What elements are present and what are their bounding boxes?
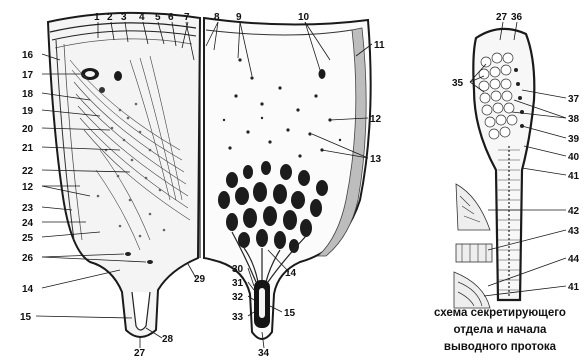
- label-38: 38: [568, 114, 580, 125]
- label-44: 44: [568, 254, 580, 265]
- label-5: 5: [155, 12, 161, 23]
- label-20: 20: [22, 124, 34, 135]
- label-14-right: 14: [285, 268, 297, 279]
- label-19: 19: [22, 106, 34, 117]
- label-24: 24: [22, 218, 34, 229]
- label-29: 29: [194, 274, 206, 285]
- label-17: 17: [22, 70, 34, 81]
- caption-line-2: отдела и начала: [454, 324, 548, 336]
- label-6: 6: [168, 12, 174, 23]
- label-26: 26: [22, 253, 34, 264]
- label-27-inset: 27: [496, 12, 508, 23]
- label-34: 34: [258, 348, 270, 359]
- label-42: 42: [568, 206, 580, 217]
- label-28: 28: [162, 334, 174, 345]
- label-11: 11: [374, 40, 385, 51]
- caption-line-1: схема секретирующего: [434, 307, 566, 319]
- caption-line-3: выводного протока: [444, 341, 557, 353]
- label-23: 23: [22, 203, 34, 214]
- label-35: 35: [452, 78, 464, 89]
- label-33: 33: [232, 312, 244, 323]
- label-14-left: 14: [22, 284, 34, 295]
- label-22: 22: [22, 166, 34, 177]
- label-39: 39: [568, 134, 580, 145]
- label-27-left: 27: [134, 348, 146, 359]
- label-3: 3: [121, 12, 127, 23]
- label-31: 31: [232, 278, 244, 289]
- label-12-right: 12: [370, 114, 382, 125]
- label-10: 10: [298, 12, 310, 23]
- label-9: 9: [236, 12, 242, 23]
- label-13: 13: [370, 154, 382, 165]
- right-half-section: [204, 18, 371, 339]
- label-2: 2: [107, 12, 113, 23]
- label-15-left: 15: [20, 312, 32, 323]
- label-18: 18: [22, 89, 34, 100]
- label-16: 16: [22, 50, 34, 61]
- inset-caption: схема секретирующего отдела и начала выв…: [434, 307, 566, 353]
- label-30: 30: [232, 264, 244, 275]
- label-8: 8: [214, 12, 220, 23]
- label-7: 7: [184, 12, 190, 23]
- label-15-right: 15: [284, 308, 296, 319]
- left-half-section: [48, 13, 200, 337]
- label-21: 21: [22, 143, 34, 154]
- label-1: 1: [94, 12, 100, 23]
- label-4: 4: [139, 12, 145, 23]
- label-43: 43: [568, 226, 580, 237]
- label-32: 32: [232, 292, 244, 303]
- label-41-top: 41: [568, 171, 580, 182]
- label-36: 36: [511, 12, 523, 23]
- label-41-bottom: 41: [568, 282, 580, 293]
- label-25: 25: [22, 233, 34, 244]
- label-40: 40: [568, 152, 580, 163]
- label-12-left: 12: [22, 182, 34, 193]
- label-37: 37: [568, 94, 580, 105]
